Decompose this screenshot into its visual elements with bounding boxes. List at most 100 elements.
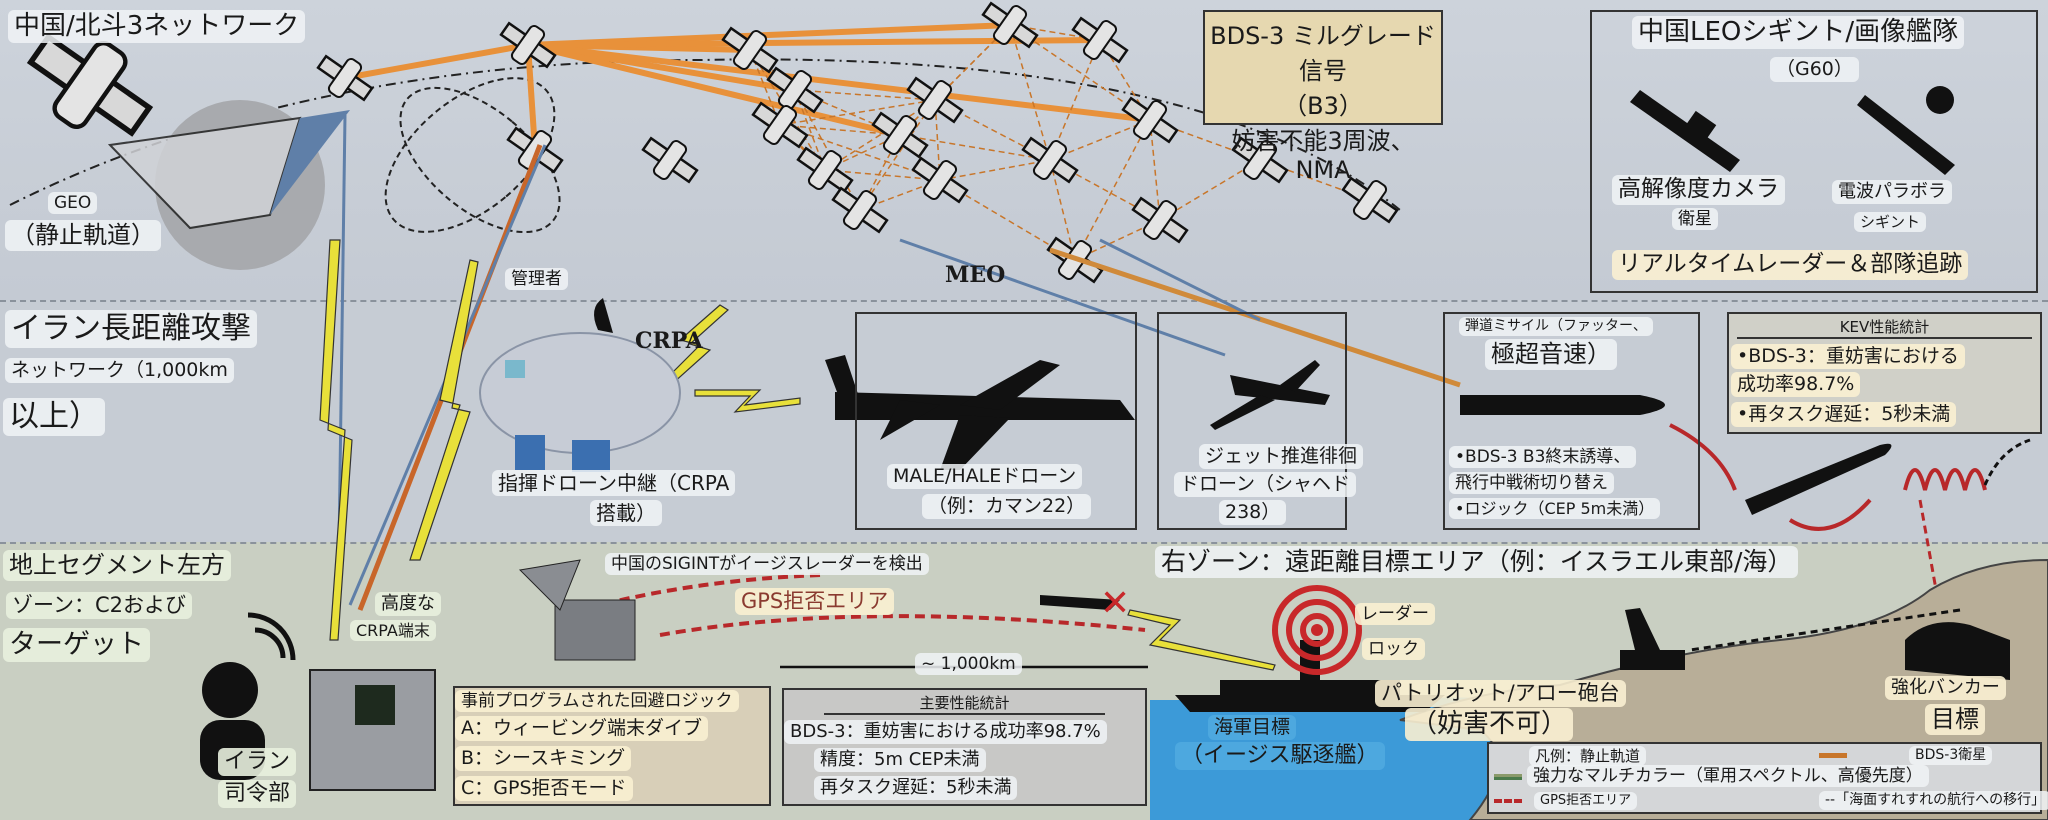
leo-fleet-box: 中国LEOシギント/画像艦隊 （G60） 高解像度カメラ 衛星 電波パラボラ シ… bbox=[1590, 10, 2038, 293]
legend-seaskim: --「海面すれすれの航行への移行」 bbox=[1819, 791, 2048, 810]
evasion-item: B：シースキミング bbox=[455, 746, 632, 771]
operator-icon bbox=[202, 662, 258, 718]
crpa-terminal-label: 高度な bbox=[375, 592, 441, 616]
missile-bullet: •ロジック（CEP 5m未満） bbox=[1449, 498, 1661, 520]
ground-segment-line2: ゾーン：C2および bbox=[6, 592, 192, 620]
legend-box: 凡例：静止軌道 BDS-3衛星 強力なマルチカラー（軍用スペクトル、高優先度） … bbox=[1487, 742, 2048, 814]
meo-coverage-beam bbox=[270, 110, 350, 215]
satellite-icon bbox=[796, 146, 854, 194]
kev-stats-box: KEV性能統計 •BDS-3：重妨害における 成功率98.7% •再タスク遅延：… bbox=[1727, 312, 2042, 434]
leo-sub: （G60） bbox=[1770, 57, 1859, 82]
crpa-label: CRPA bbox=[635, 328, 703, 354]
mesh-link bbox=[794, 89, 861, 211]
satellite-icon bbox=[26, 33, 154, 137]
kev-line: 成功率98.7% bbox=[1731, 372, 1861, 397]
satellite-icon bbox=[506, 126, 564, 174]
key-stats-line: 精度：5m CEP未満 bbox=[814, 748, 986, 772]
evasion-item: A：ウィービング端末ダイブ bbox=[455, 716, 708, 741]
sigint-satellite-icon bbox=[1857, 95, 1955, 175]
satellite-icon bbox=[1121, 96, 1179, 144]
mesh-link bbox=[934, 24, 1011, 101]
gps-denied-arc bbox=[659, 614, 1146, 637]
naval-target-label: 海軍目標 bbox=[1208, 715, 1297, 740]
network-title: 中国/北斗3ネットワーク bbox=[8, 10, 306, 44]
radar-lock-icon bbox=[1272, 585, 1362, 675]
mesh-link bbox=[794, 89, 936, 101]
ballistic-missile-icon bbox=[1460, 395, 1665, 415]
lightning-icon bbox=[694, 389, 801, 413]
satellite-icon bbox=[1021, 136, 1079, 184]
manager-label: 管理者 bbox=[505, 268, 568, 291]
camera-sat-sub: 衛星 bbox=[1672, 208, 1718, 231]
key-stats-line: 再タスク遅延：5秒未満 bbox=[814, 776, 1018, 800]
sigint-note: 中国のSIGINTがイージスレーダーを検出 bbox=[605, 553, 929, 576]
legend-orange-arrow-icon bbox=[1819, 753, 1847, 758]
hq-label: イラン bbox=[218, 748, 297, 777]
mesh-link bbox=[1149, 119, 1161, 221]
bunker-icon bbox=[1905, 622, 2010, 680]
male-drone-icon bbox=[825, 355, 1135, 470]
mesh-link bbox=[1049, 119, 1151, 161]
sigint-sat-label: 電波パラボラ bbox=[1832, 180, 1952, 204]
mesh-link bbox=[824, 99, 936, 171]
mesh-link bbox=[1009, 24, 1051, 161]
mesh-link bbox=[1049, 39, 1101, 161]
blimp-fin bbox=[505, 360, 525, 378]
evasion-title: 事前プログラムされた回避ロジック bbox=[455, 690, 739, 713]
mesh-link bbox=[899, 134, 1051, 161]
signal-waves-icon bbox=[254, 627, 286, 659]
bunker-label2: 目標 bbox=[1925, 704, 1985, 735]
legend-red-dash-icon bbox=[1494, 799, 1522, 803]
lightning-icon bbox=[1127, 609, 1276, 671]
radar-lock-label: レーダー bbox=[1355, 603, 1435, 626]
right-zone-title: 右ゾーン：遠距離目標エリア（例：イスラエル東部/海） bbox=[1155, 546, 1799, 578]
leo-footer: リアルタイムレーダー＆部隊追跡 bbox=[1612, 250, 1969, 280]
male-sub: （例：カマン22） bbox=[922, 494, 1092, 519]
strike-network-title: イラン長距離攻撃 bbox=[5, 310, 257, 348]
trajectory-arrow bbox=[1983, 438, 2031, 486]
missile-title-small: 弾道ミサイル（ファッター、 bbox=[1459, 317, 1653, 336]
legend-geo: 凡例：静止軌道 bbox=[1529, 746, 1647, 766]
strike-network-line2: ネットワーク（1,000km bbox=[5, 358, 234, 383]
intercepted-drone-icon bbox=[1040, 595, 1120, 610]
key-stats-line: BDS-3：重妨害における成功率98.7% bbox=[784, 720, 1107, 744]
satellite-icon bbox=[1071, 16, 1129, 64]
satellite-icon bbox=[911, 156, 969, 204]
legend-bds: BDS-3衛星 bbox=[1909, 746, 1993, 765]
mesh-link bbox=[1049, 159, 1076, 261]
strike-network-line3: 以上） bbox=[3, 398, 105, 436]
jet-label2: ドローン（シャヘド bbox=[1174, 472, 1357, 497]
blimp-fin bbox=[572, 440, 610, 472]
satellite-icon bbox=[1231, 136, 1289, 184]
lightning-icon bbox=[409, 259, 479, 561]
crpa-antenna-icon bbox=[594, 298, 613, 333]
ground-segment-line3: ターゲット bbox=[3, 628, 150, 663]
radar-screen bbox=[355, 685, 395, 725]
satellite-icon bbox=[766, 66, 824, 114]
satellite-icon bbox=[751, 101, 809, 149]
geo-label: GEO bbox=[48, 192, 98, 215]
radar-lock-label2: ロック bbox=[1362, 638, 1425, 661]
mesh-link bbox=[1074, 119, 1151, 261]
jet-drone-icon bbox=[1210, 360, 1330, 430]
signal-beam bbox=[899, 238, 1226, 357]
satellite-icon bbox=[871, 111, 929, 159]
jet-label: ジェット推進徘徊 bbox=[1199, 444, 1364, 469]
kev-title: KEV性能統計 bbox=[1737, 316, 2032, 339]
missile-icon bbox=[1745, 443, 1892, 515]
signal-waves-icon bbox=[247, 612, 296, 661]
bds-crosslink bbox=[527, 42, 901, 138]
radar-dish-station-icon bbox=[554, 599, 636, 661]
patriot-battery-icon bbox=[1620, 608, 1685, 670]
signal-beam bbox=[1099, 238, 1261, 322]
geo-orbit-arc bbox=[9, 58, 1401, 211]
male-drone-box: MALE/HALEドローン （例：カマン22） bbox=[855, 312, 1137, 530]
jet-drone-box: ジェット推進徘徊 ドローン（シャヘド 238） bbox=[1157, 312, 1364, 530]
camera-sat-label: 高解像度カメラ bbox=[1612, 175, 1785, 205]
b3-signal-box: BDS-3 ミルグレード信号 （B3） 妨害不能3周波、NMA bbox=[1203, 10, 1443, 184]
trajectory-arrow bbox=[1669, 423, 1737, 491]
relay-label: 指揮ドローン中継（CRPA bbox=[492, 470, 736, 496]
trajectory-arrow bbox=[1788, 498, 1872, 531]
satellite-icon bbox=[316, 54, 374, 102]
mesh-link bbox=[859, 99, 936, 211]
